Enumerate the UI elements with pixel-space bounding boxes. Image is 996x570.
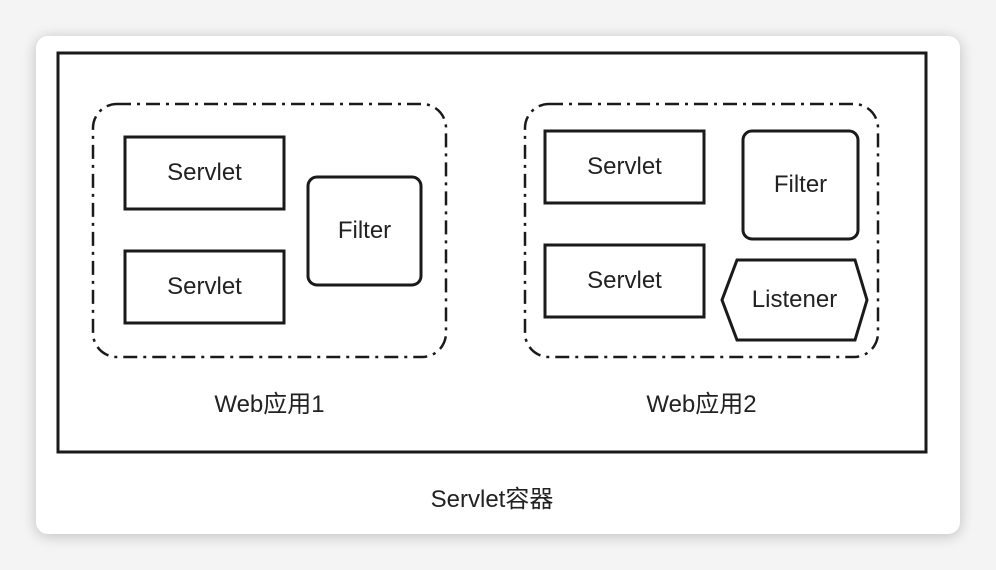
app2-servlet-1-label: Servlet [587, 153, 662, 180]
app1-servlet-1-label: Servlet [167, 159, 242, 186]
app2-listener-label: Listener [751, 286, 838, 313]
app2-servlet-2-box [543, 243, 706, 319]
app1-filter-label: Filter [337, 217, 392, 244]
app2-servlet-1-box [543, 129, 706, 205]
app2-servlet-2-label: Servlet [587, 267, 662, 294]
app2-filter-box [741, 129, 860, 241]
app2-listener-hexagon [720, 258, 869, 342]
servlet-container-frame [56, 51, 928, 454]
app1-servlet-2-label: Servlet [167, 273, 242, 300]
web-app-1-boundary [91, 102, 448, 359]
web-app-1-label: Web应用1 [214, 391, 325, 418]
app1-filter-box [306, 175, 423, 287]
servlet-container-label: Servlet容器 [430, 486, 554, 513]
web-app-2-label: Web应用2 [646, 391, 757, 418]
app2-filter-label: Filter [773, 171, 828, 198]
web-app-2-boundary [523, 102, 880, 359]
app1-servlet-1-box [123, 135, 286, 211]
app1-servlet-2-box [123, 249, 286, 325]
